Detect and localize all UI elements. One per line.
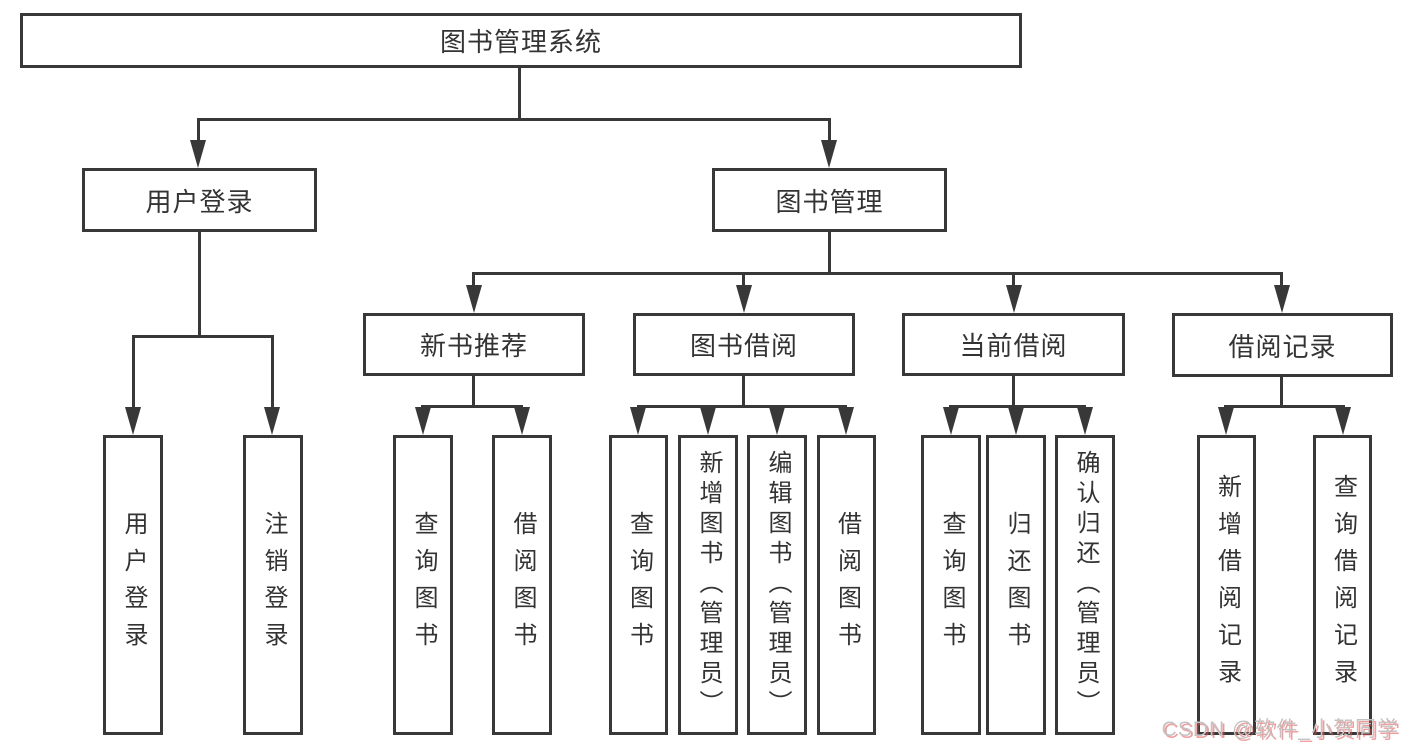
leaf-borrow-books-newbook: 借阅图书 bbox=[492, 435, 552, 735]
arrowhead-down-icon bbox=[821, 140, 837, 168]
arrowhead-down-icon bbox=[190, 140, 206, 168]
leaf-query-books-current: 查询图书 bbox=[921, 435, 981, 735]
leaf-confirm-return-admin: 确认归还（管理员） bbox=[1055, 435, 1115, 735]
arrowhead-down-icon bbox=[1077, 407, 1093, 435]
connector-drop bbox=[742, 272, 745, 289]
node-user-login: 用户登录 bbox=[82, 168, 317, 232]
connector-drop bbox=[132, 335, 135, 411]
connector-drop bbox=[472, 272, 475, 289]
connector-bar bbox=[637, 405, 847, 408]
arrowhead-down-icon bbox=[125, 407, 141, 435]
arrowhead-down-icon bbox=[1274, 285, 1290, 313]
arrowhead-down-icon bbox=[415, 407, 431, 435]
connector-drop bbox=[828, 118, 831, 144]
connector-user-bar bbox=[132, 335, 274, 338]
arrowhead-down-icon bbox=[1218, 407, 1234, 435]
connector-root-stem bbox=[518, 68, 521, 118]
connector-drop bbox=[1012, 272, 1015, 289]
node-book-management: 图书管理 bbox=[712, 168, 947, 232]
arrowhead-down-icon bbox=[700, 407, 716, 435]
root-node: 图书管理系统 bbox=[20, 13, 1022, 68]
connector-drop bbox=[271, 335, 274, 411]
node-current-borrow: 当前借阅 bbox=[902, 313, 1125, 376]
arrowhead-down-icon bbox=[630, 407, 646, 435]
leaf-query-borrow-record: 查询借阅记录 bbox=[1313, 435, 1372, 735]
arrowhead-down-icon bbox=[769, 407, 785, 435]
connector-user-stem bbox=[198, 232, 201, 335]
connector-bar bbox=[1225, 405, 1345, 408]
leaf-user-login: 用户登录 bbox=[103, 435, 163, 735]
arrowhead-down-icon bbox=[1008, 407, 1024, 435]
node-borrow-records: 借阅记录 bbox=[1172, 313, 1393, 377]
arrowhead-down-icon bbox=[1006, 285, 1022, 313]
leaf-logout: 注销登录 bbox=[243, 435, 303, 735]
leaf-add-books-admin: 新增图书（管理员） bbox=[678, 435, 738, 735]
arrowhead-down-icon bbox=[1335, 407, 1351, 435]
connector-drop bbox=[197, 118, 200, 144]
leaf-borrow-books-borrow: 借阅图书 bbox=[817, 435, 876, 735]
connector-drop bbox=[1280, 272, 1283, 289]
connector-level3-bar bbox=[473, 272, 1283, 275]
leaf-query-books-newbook: 查询图书 bbox=[393, 435, 453, 735]
leaf-edit-books-admin: 编辑图书（管理员） bbox=[747, 435, 807, 735]
connector-bar bbox=[422, 405, 523, 408]
watermark: CSDN @软件_小贺同学 bbox=[1161, 718, 1399, 741]
leaf-return-books: 归还图书 bbox=[986, 435, 1046, 735]
connector-stem bbox=[742, 376, 745, 405]
connector-level2-bar bbox=[197, 118, 831, 121]
connector-stem bbox=[472, 376, 475, 405]
arrowhead-down-icon bbox=[466, 285, 482, 313]
arrowhead-down-icon bbox=[943, 407, 959, 435]
connector-bar bbox=[950, 405, 1086, 408]
leaf-query-books-borrow: 查询图书 bbox=[609, 435, 668, 735]
node-book-borrow: 图书借阅 bbox=[633, 313, 855, 376]
leaf-add-borrow-record: 新增借阅记录 bbox=[1197, 435, 1256, 735]
arrowhead-down-icon bbox=[838, 407, 854, 435]
arrowhead-down-icon bbox=[514, 407, 530, 435]
arrowhead-down-icon bbox=[736, 285, 752, 313]
connector-mgmt-stem bbox=[828, 232, 831, 273]
arrowhead-down-icon bbox=[264, 407, 280, 435]
connector-stem bbox=[1280, 377, 1283, 405]
node-new-book-recommend: 新书推荐 bbox=[363, 313, 585, 376]
connector-stem bbox=[1012, 376, 1015, 405]
